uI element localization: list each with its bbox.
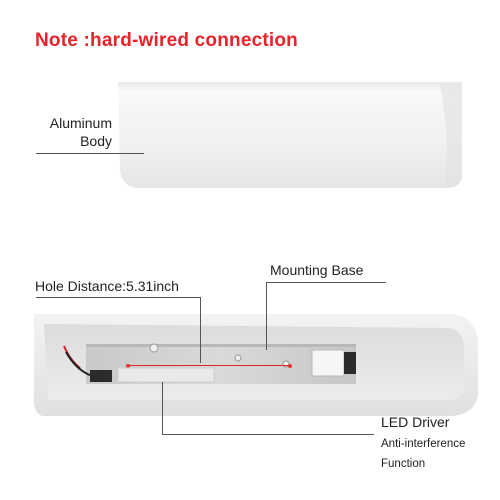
note-heading: Note :hard-wired connection xyxy=(35,30,298,51)
aluminum-body-label: Aluminum Body xyxy=(34,114,112,150)
mounting-base-leader-v xyxy=(266,282,267,350)
anti-interference-label: Anti-interference xyxy=(381,438,466,450)
mounting-base-label: Mounting Base xyxy=(270,262,364,278)
hole-distance-label: Hole Distance:5.31inch xyxy=(35,278,179,294)
aluminum-body-photo xyxy=(118,82,462,188)
led-driver-leader-h xyxy=(162,434,374,435)
hole-distance-leader-h xyxy=(36,297,200,298)
led-driver-leader-v xyxy=(162,382,163,434)
aluminum-leader-line xyxy=(36,153,144,154)
function-label: Function xyxy=(381,458,426,470)
hole-distance-marker-line xyxy=(128,365,290,366)
hole-distance-leader-v xyxy=(200,297,201,363)
led-driver-label: LED Driver xyxy=(381,414,450,430)
aluminum-label-line1: Aluminum xyxy=(49,115,112,131)
aluminum-label-line2: Body xyxy=(80,133,112,149)
mounting-base-leader-h xyxy=(266,282,386,283)
